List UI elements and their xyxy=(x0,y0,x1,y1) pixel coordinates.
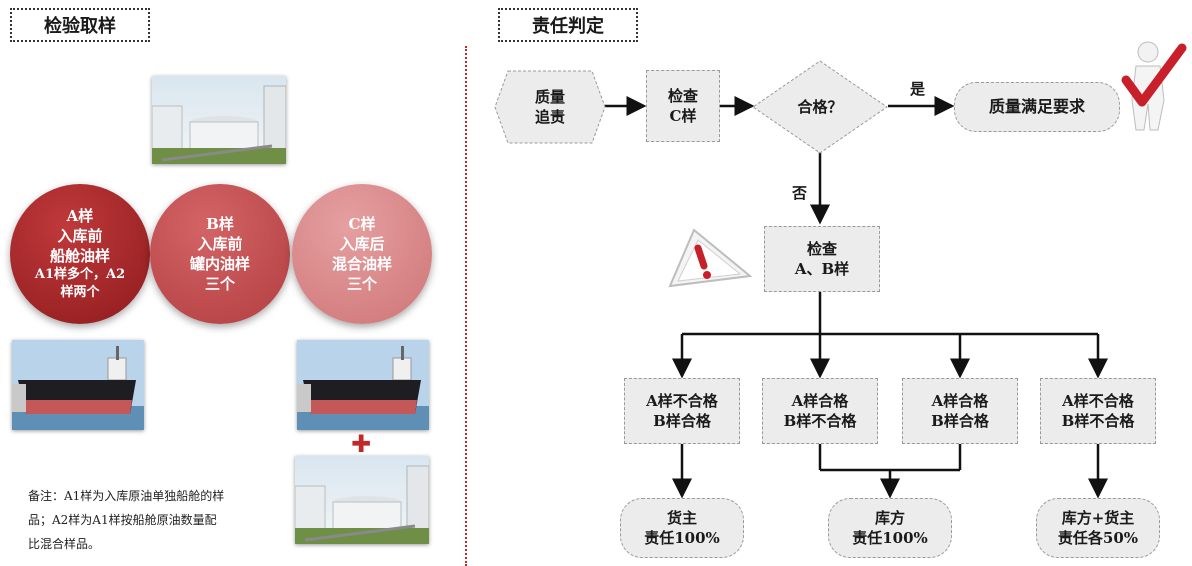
sample-a-line5: 样两个 xyxy=(60,285,100,300)
sample-a-circle: A样 入库前 船舱油样 A1样多个，A2 样两个 xyxy=(10,184,150,324)
start-hexagon-shape xyxy=(494,70,606,144)
oil-tanker-photo-2 xyxy=(297,340,429,430)
case-line1: A样合格 xyxy=(931,392,989,410)
result-box: 货主 责任100% xyxy=(620,498,744,558)
case-box: A样合格 B样不合格 xyxy=(762,378,878,444)
sample-a-line4: A1样多个，A2 xyxy=(34,267,126,282)
result-line2: 责任100% xyxy=(644,529,720,547)
case-line2: B样合格 xyxy=(653,412,711,430)
oil-tanker-photo xyxy=(12,340,144,430)
no-label: 否 xyxy=(792,184,808,202)
result-line1: 库方 xyxy=(874,509,905,527)
result-box: 库方+货主 责任各50% xyxy=(1036,498,1160,558)
left-section-title: 检验取样 xyxy=(10,8,150,42)
sample-b-line1: B样 xyxy=(206,215,234,233)
plus-icon: ✚ xyxy=(351,430,372,458)
sample-c-line1: C样 xyxy=(348,215,376,233)
case-line1: A样不合格 xyxy=(1062,392,1134,410)
sample-a-line3: 船舱油样 xyxy=(49,247,110,265)
yes-label: 是 xyxy=(910,80,926,98)
sample-c-line3: 混合油样 xyxy=(331,255,392,273)
result-line1: 库方+货主 xyxy=(1061,509,1135,527)
sample-a-line2: 入库前 xyxy=(57,227,103,245)
quality-ok-box: 质量满足要求 xyxy=(954,82,1120,132)
case-line2: B样合格 xyxy=(931,412,989,430)
storage-tank-photo-2 xyxy=(295,456,429,544)
checkmark-person-icon xyxy=(1121,41,1187,131)
decision-diamond-shape xyxy=(752,60,888,154)
case-box: A样不合格 B样不合格 xyxy=(1040,378,1156,444)
result-line2: 责任100% xyxy=(852,529,928,547)
sample-b-line2: 入库前 xyxy=(197,235,243,253)
result-line1: 货主 xyxy=(666,509,697,527)
check-c-box: 检查 C样 xyxy=(646,70,720,142)
case-box: A样合格 B样合格 xyxy=(902,378,1018,444)
case-line1: A样合格 xyxy=(791,392,849,410)
case-line2: B样不合格 xyxy=(1061,412,1135,430)
result-box: 库方 责任100% xyxy=(828,498,952,558)
right-section-title: 责任判定 xyxy=(498,8,638,42)
result-line2: 责任各50% xyxy=(1057,529,1139,547)
warning-icon xyxy=(668,228,753,288)
case-line1: A样不合格 xyxy=(646,392,718,410)
section-divider xyxy=(465,46,467,566)
case-box: A样不合格 B样合格 xyxy=(624,378,740,444)
sample-c-line2: 入库后 xyxy=(339,235,385,253)
sample-b-line3: 罐内油样 xyxy=(189,255,250,273)
sample-a-line1: A样 xyxy=(66,207,94,225)
start-node: 质量 追责 xyxy=(534,88,565,126)
sample-c-circle: C样 入库后 混合油样 三个 xyxy=(292,184,432,324)
sample-b-circle: B样 入库前 罐内油样 三个 xyxy=(150,184,290,324)
storage-tank-photo xyxy=(152,76,286,164)
sample-c-line4: 三个 xyxy=(346,275,377,293)
check-ab-box: 检查 A、B样 xyxy=(764,226,880,292)
case-line2: B样不合格 xyxy=(783,412,857,430)
note-text: 备注：A1样为入库原油单独船舱的样品；A2样为A1样按船舱原油数量配比混合样品。 xyxy=(28,489,225,551)
sample-b-line4: 三个 xyxy=(204,275,235,293)
decision-node: 合格？ xyxy=(797,98,843,116)
